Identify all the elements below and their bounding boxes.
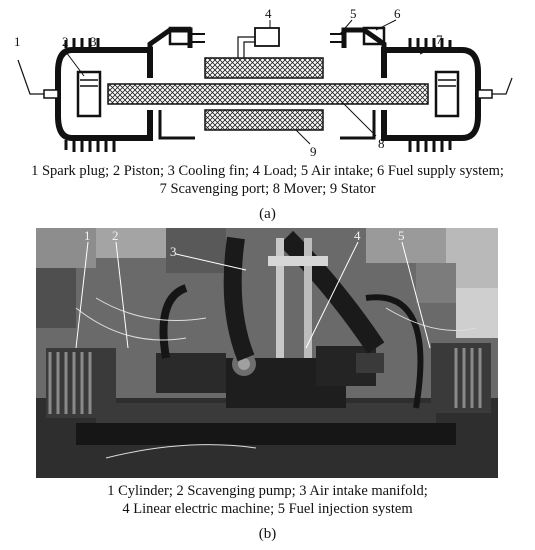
callout-a-5: 5 [350, 6, 357, 21]
right-piston [434, 70, 460, 118]
callout-a-3: 3 [90, 34, 97, 49]
callout-b-2: 2 [112, 228, 119, 243]
figure-b-caption: 1 Cylinder; 2 Scavenging pump; 3 Air int… [0, 482, 535, 518]
left-cylinder [55, 26, 205, 152]
callout-a-1: 1 [14, 34, 21, 49]
stator-upper [204, 57, 324, 79]
callout-a-7: 7 [436, 32, 443, 47]
callout-b-5: 5 [398, 228, 405, 243]
callout-a-8: 8 [378, 136, 385, 151]
figure-b-caption-line-1: 1 Cylinder; 2 Scavenging pump; 3 Air int… [107, 483, 428, 499]
schematic-diagram: 1 2 3 4 5 6 7 8 9 [14, 6, 513, 159]
callout-a-4: 4 [265, 6, 272, 21]
prototype-photograph: 1 2 3 4 5 [36, 228, 498, 478]
left-piston [76, 70, 102, 118]
callout-a-6: 6 [394, 6, 401, 21]
stator-lower [204, 109, 324, 131]
figure-a-caption-line-2: 7 Scavenging port; 8 Mover; 9 Stator [159, 181, 376, 197]
mover-shaft [107, 83, 429, 105]
figure-a-label: (a) [259, 206, 276, 222]
left-spark-plug [17, 59, 59, 99]
figure-a-caption: 1 Spark plug; 2 Piston; 3 Cooling fin; 4… [0, 162, 535, 198]
right-spark-plug [477, 77, 513, 99]
figure-a-caption-line-1: 1 Spark plug; 2 Piston; 3 Cooling fin; 4… [31, 163, 504, 179]
callout-b-3: 3 [170, 244, 177, 259]
callout-a-9: 9 [310, 144, 317, 159]
callout-a-2: 2 [62, 34, 69, 49]
figure-b-caption-line-2: 4 Linear electric machine; 5 Fuel inject… [122, 501, 413, 517]
figure-b-label: (b) [258, 526, 277, 542]
callout-b-1: 1 [84, 228, 91, 243]
load-box [237, 27, 280, 58]
callout-b-4: 4 [354, 228, 361, 243]
